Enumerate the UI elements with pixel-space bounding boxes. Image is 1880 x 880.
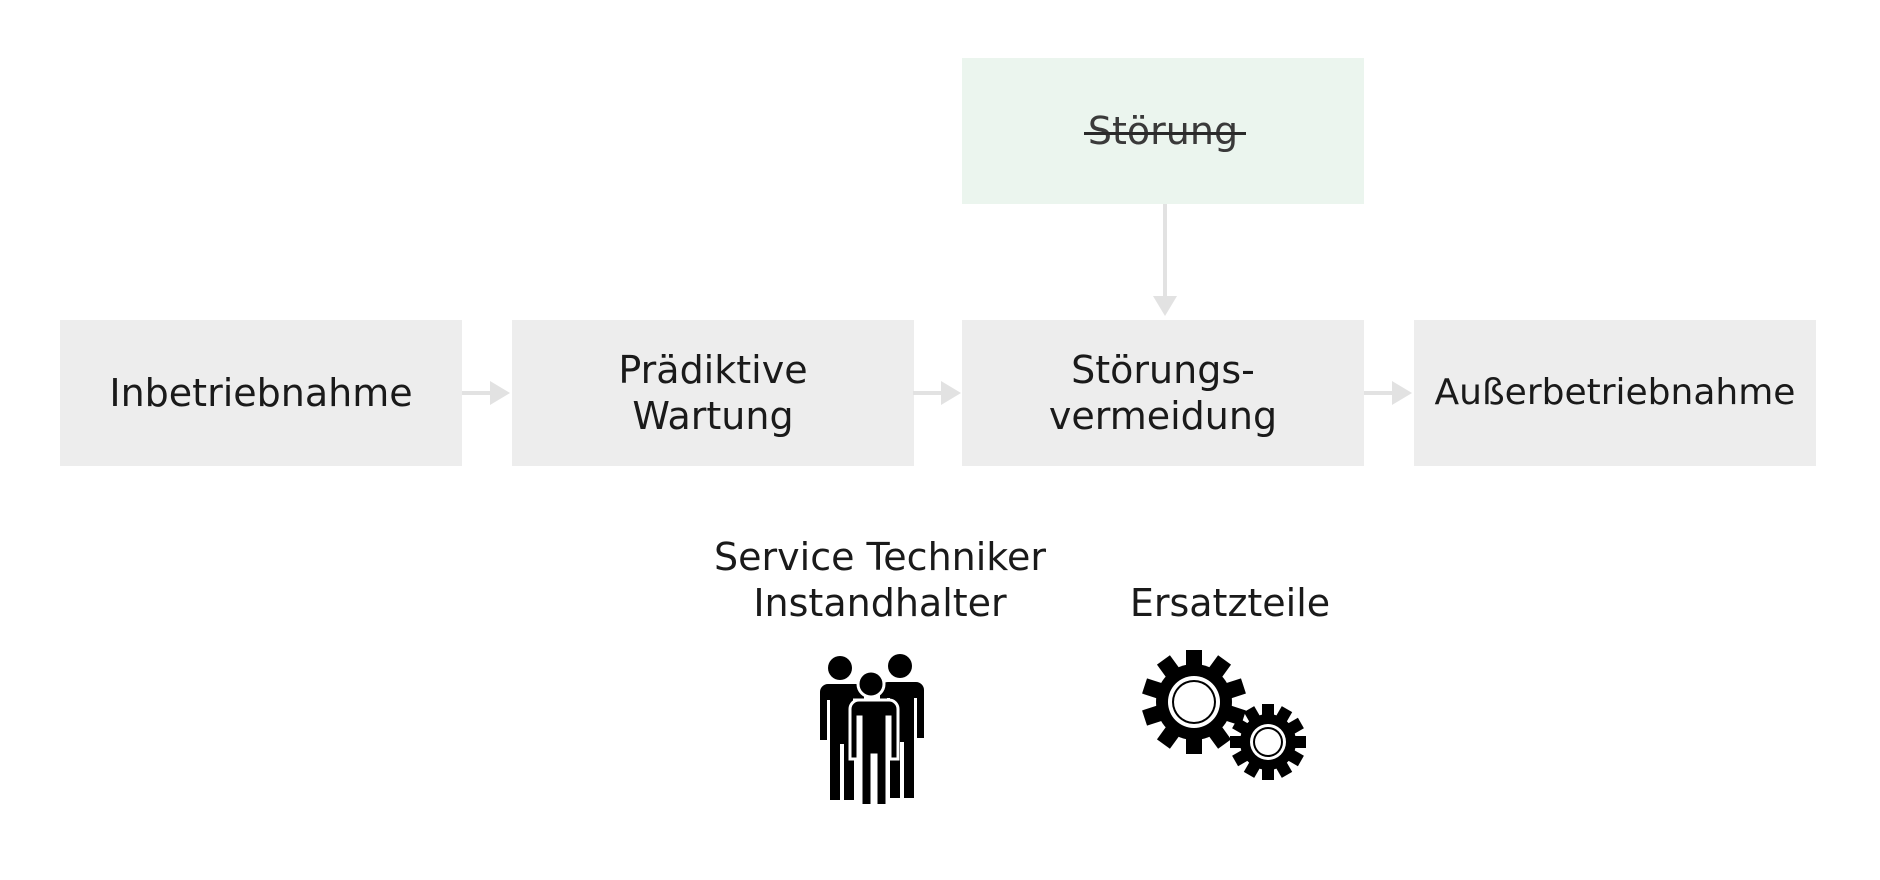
resource-label-service-techniker: Service Techniker Instandhalter: [714, 535, 1046, 625]
arrow-right-1: [462, 381, 510, 405]
resource-label-ersatzteile: Ersatzteile: [1129, 581, 1331, 625]
step-label: Störungs- vermeidung: [1048, 348, 1278, 438]
arrow-right-3: [1364, 381, 1412, 405]
gears-icon: [1142, 650, 1306, 780]
step-label: Außerbetriebnahme: [1434, 372, 1796, 413]
step-box-stoerungsvermeidung: Störungs- vermeidung: [962, 320, 1364, 466]
step-label: Prädiktive Wartung: [618, 348, 808, 438]
stoerung-label: Störung: [1083, 109, 1247, 153]
step-label: Inbetriebnahme: [109, 371, 413, 415]
arrow-right-2: [913, 381, 961, 405]
people-group-icon: [820, 654, 924, 804]
stoerung-box: Störung: [962, 58, 1364, 204]
step-box-praediktive-wartung: Prädiktive Wartung: [512, 320, 914, 466]
arrow-down: [1153, 204, 1177, 316]
step-box-inbetriebnahme: Inbetriebnahme: [60, 320, 462, 466]
step-box-ausserbetriebnahme: Außerbetriebnahme: [1414, 320, 1816, 466]
